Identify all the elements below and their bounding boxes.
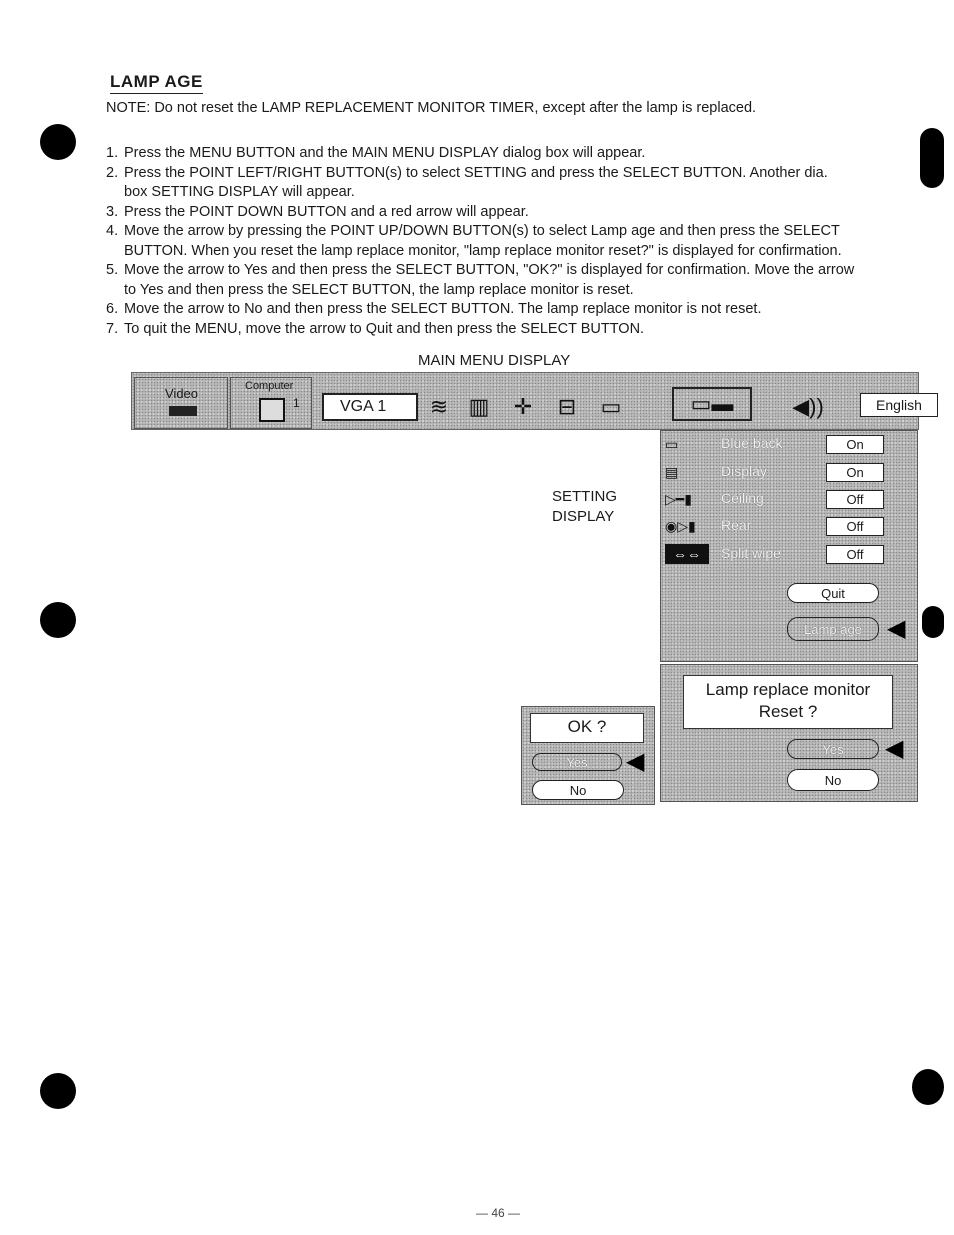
image-adjust-icon[interactable]: ≋: [429, 394, 449, 419]
lamp-yes-button[interactable]: Yes: [787, 739, 879, 759]
ok-no-button[interactable]: No: [532, 780, 624, 800]
sound-icon[interactable]: ◀)): [792, 394, 824, 419]
pointer-arrow-icon: ◀: [887, 615, 906, 642]
step-7: 7.To quit the MENU, move the arrow to Qu…: [106, 320, 645, 337]
pointer-arrow-icon: ◀: [885, 735, 904, 762]
punch-hole-right-top: [920, 128, 944, 188]
step-1: 1.Press the MENU BUTTON and the MAIN MEN…: [106, 145, 646, 161]
punch-hole-left-bottom: [40, 1073, 76, 1109]
main-menu-caption: MAIN MENU DISPLAY: [418, 352, 571, 369]
instruction-steps: 1.Press the MENU BUTTON and the MAIN MEN…: [106, 144, 946, 339]
pc-adjust-icon[interactable]: ⊟: [557, 394, 577, 419]
step-2: 2.Press the POINT LEFT/RIGHT BUTTON(s) t…: [106, 164, 828, 201]
setting-display-caption-line1: SETTING: [552, 488, 618, 505]
tab-video[interactable]: Video: [134, 377, 228, 429]
split-wipe-icon: ⇔⇔: [665, 544, 709, 564]
setting-row-split-wipe[interactable]: ⇔⇔ Split wipe Off: [661, 542, 917, 566]
source-select[interactable]: VGA 1: [322, 393, 418, 421]
lamp-replace-message: Lamp replace monitor Reset ?: [683, 675, 893, 729]
setting-row-rear[interactable]: ◉▷▮ Rear Off: [661, 514, 917, 538]
setting-icon[interactable]: ▭▬: [672, 387, 752, 421]
ceiling-projector-icon: ▷━▮: [665, 490, 692, 507]
lamp-age-button[interactable]: Lamp age: [787, 617, 879, 641]
main-menu-bar: Video Computer 1 VGA 1 ≋ ▥ ✛ ⊟ ▭ ▭▬ ◀)) …: [131, 372, 938, 430]
ok-message: OK ?: [530, 713, 644, 743]
quit-button[interactable]: Quit: [787, 583, 879, 603]
setting-row-ceiling[interactable]: ▷━▮ Ceiling Off: [661, 487, 917, 511]
ok-yes-button[interactable]: Yes: [532, 753, 622, 771]
position-icon[interactable]: ✛: [513, 394, 533, 419]
step-6: 6.Move the arrow to No and then press th…: [106, 301, 762, 317]
rear-projector-icon: ◉▷▮: [665, 517, 696, 534]
punch-hole-right-bottom: [912, 1069, 944, 1105]
lamp-replace-dialog: Lamp replace monitor Reset ? Yes ◀ No: [660, 664, 918, 802]
vcr-icon: [169, 406, 197, 416]
monitor-icon: ▭: [665, 435, 679, 452]
computer-icon: [259, 398, 285, 422]
section-title: LAMP AGE: [110, 72, 203, 94]
step-4: 4.Move the arrow by pressing the POINT U…: [106, 223, 842, 259]
step-5: 5.Move the arrow to Yes and then press t…: [106, 262, 855, 298]
language-select[interactable]: English: [860, 393, 938, 417]
pointer-arrow-icon: ◀: [626, 748, 645, 775]
setting-row-blue-back[interactable]: ▭ Blue back On: [661, 432, 917, 456]
page-number: — 46 —: [476, 1206, 521, 1220]
setting-display-panel: ▭ Blue back On ▤ Display On ▷━▮ Ceiling …: [660, 430, 918, 662]
tab-computer[interactable]: Computer 1: [230, 377, 312, 429]
step-3: 3.Press the POINT DOWN BUTTON and a red …: [106, 203, 529, 220]
image-select-icon[interactable]: ▥: [468, 394, 490, 419]
note-text: NOTE: Do not reset the LAMP REPLACEMENT …: [106, 100, 757, 116]
ok-confirm-dialog: OK ? Yes ◀ No: [521, 706, 655, 805]
lamp-no-button[interactable]: No: [787, 769, 879, 791]
display-icon: ▤: [665, 463, 679, 480]
setting-display-caption-line2: DISPLAY: [552, 508, 615, 525]
punch-hole-right-middle: [922, 606, 944, 638]
setting-row-display[interactable]: ▤ Display On: [661, 460, 917, 484]
punch-hole-left-top: [40, 124, 76, 160]
screen-icon[interactable]: ▭: [600, 394, 622, 419]
punch-hole-left-middle: [40, 602, 76, 638]
